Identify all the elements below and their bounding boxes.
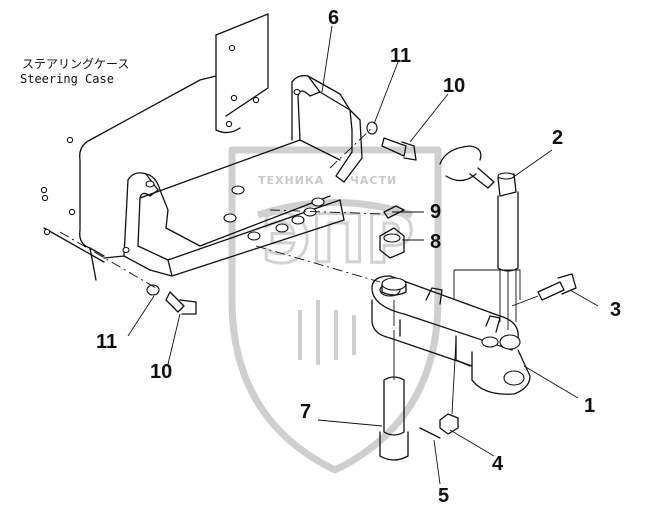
nut-and-washer <box>379 227 407 296</box>
callout-11-top: 11 <box>390 45 411 67</box>
bracket-assembly <box>103 74 363 277</box>
washer-top <box>366 121 378 135</box>
bolt-three <box>511 273 577 307</box>
callout-3: 3 <box>610 299 621 321</box>
callout-9: 9 <box>430 201 441 223</box>
small-bolt-four <box>419 339 459 439</box>
callout-10-bottom: 10 <box>150 361 172 383</box>
caption-english: Steering Case <box>20 72 114 86</box>
washer-bottom <box>146 284 160 296</box>
watermark-right-word: ЧАСТИ <box>350 174 397 187</box>
rod-assembly <box>439 145 519 330</box>
callout-2: 2 <box>552 127 563 149</box>
caption-japanese: ステアリングケース <box>22 57 129 71</box>
cotter-pin <box>383 205 405 219</box>
callout-8: 8 <box>430 231 441 253</box>
watermark-left-word: ТЕХНИКА <box>258 174 324 187</box>
callout-1: 1 <box>584 395 595 417</box>
steering-case <box>40 13 269 281</box>
callout-11-bottom: 11 <box>96 331 117 353</box>
callout-10-top: 10 <box>443 75 465 97</box>
callout-7: 7 <box>300 401 311 423</box>
bolt-bottom <box>165 291 197 315</box>
callout-6: 6 <box>328 7 339 29</box>
bolt-top <box>381 137 417 161</box>
center-lines <box>59 127 383 289</box>
leader-lines <box>127 25 599 485</box>
callout-4: 4 <box>492 453 504 475</box>
callout-5: 5 <box>438 485 449 507</box>
bolt-seven <box>379 300 409 461</box>
